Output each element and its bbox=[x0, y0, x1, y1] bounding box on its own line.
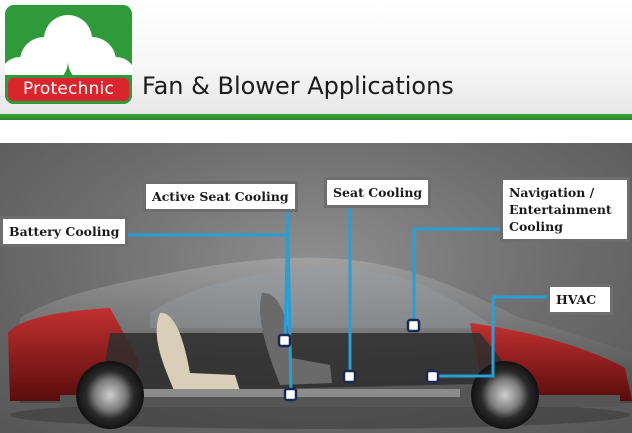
page-title: Fan & Blower Applications bbox=[142, 72, 454, 100]
callout-active-seat-cooling: Active Seat Cooling bbox=[143, 181, 298, 212]
car-illustration bbox=[8, 201, 632, 429]
rear-seat bbox=[156, 312, 240, 393]
callout-seat-cooling: Seat Cooling bbox=[324, 177, 432, 208]
car-glass bbox=[150, 268, 495, 328]
front-wheel bbox=[471, 361, 539, 429]
car-cutaway-diagram: Battery Cooling Active Seat Cooling Seat… bbox=[0, 143, 632, 433]
hvac-leader bbox=[433, 295, 548, 378]
marker-seat bbox=[342, 369, 357, 384]
callout-navigation-line3: Cooling bbox=[509, 219, 563, 234]
callout-hvac: HVAC bbox=[547, 284, 613, 315]
logo-text: Protechnic bbox=[22, 79, 115, 99]
callout-navigation-cooling: Navigation / Entertainment Cooling bbox=[500, 177, 630, 242]
callout-navigation-line1: Navigation / bbox=[509, 185, 595, 200]
callout-hvac-label: HVAC bbox=[556, 292, 597, 307]
marker-active-seat bbox=[277, 333, 292, 348]
location-markers bbox=[277, 318, 440, 402]
marker-hvac bbox=[425, 369, 440, 384]
callout-navigation-line2: Entertainment bbox=[509, 202, 612, 217]
callout-battery-cooling: Battery Cooling bbox=[0, 216, 129, 247]
logo-red-band bbox=[8, 78, 129, 101]
rear-wheel bbox=[76, 361, 144, 429]
navigation-leader bbox=[412, 227, 502, 323]
protechnic-logo: Protechnic bbox=[5, 5, 132, 104]
callout-seat-label: Seat Cooling bbox=[333, 185, 423, 200]
active-seat-leader bbox=[283, 210, 290, 342]
header-divider bbox=[0, 114, 632, 120]
callout-active-seat-label: Active Seat Cooling bbox=[152, 189, 289, 204]
front-seat bbox=[260, 292, 332, 385]
callout-battery-label: Battery Cooling bbox=[9, 224, 120, 239]
marker-battery bbox=[283, 387, 298, 402]
marker-navigation bbox=[406, 318, 421, 333]
header-banner: Protechnic Fan & Blower Applications bbox=[0, 0, 632, 120]
